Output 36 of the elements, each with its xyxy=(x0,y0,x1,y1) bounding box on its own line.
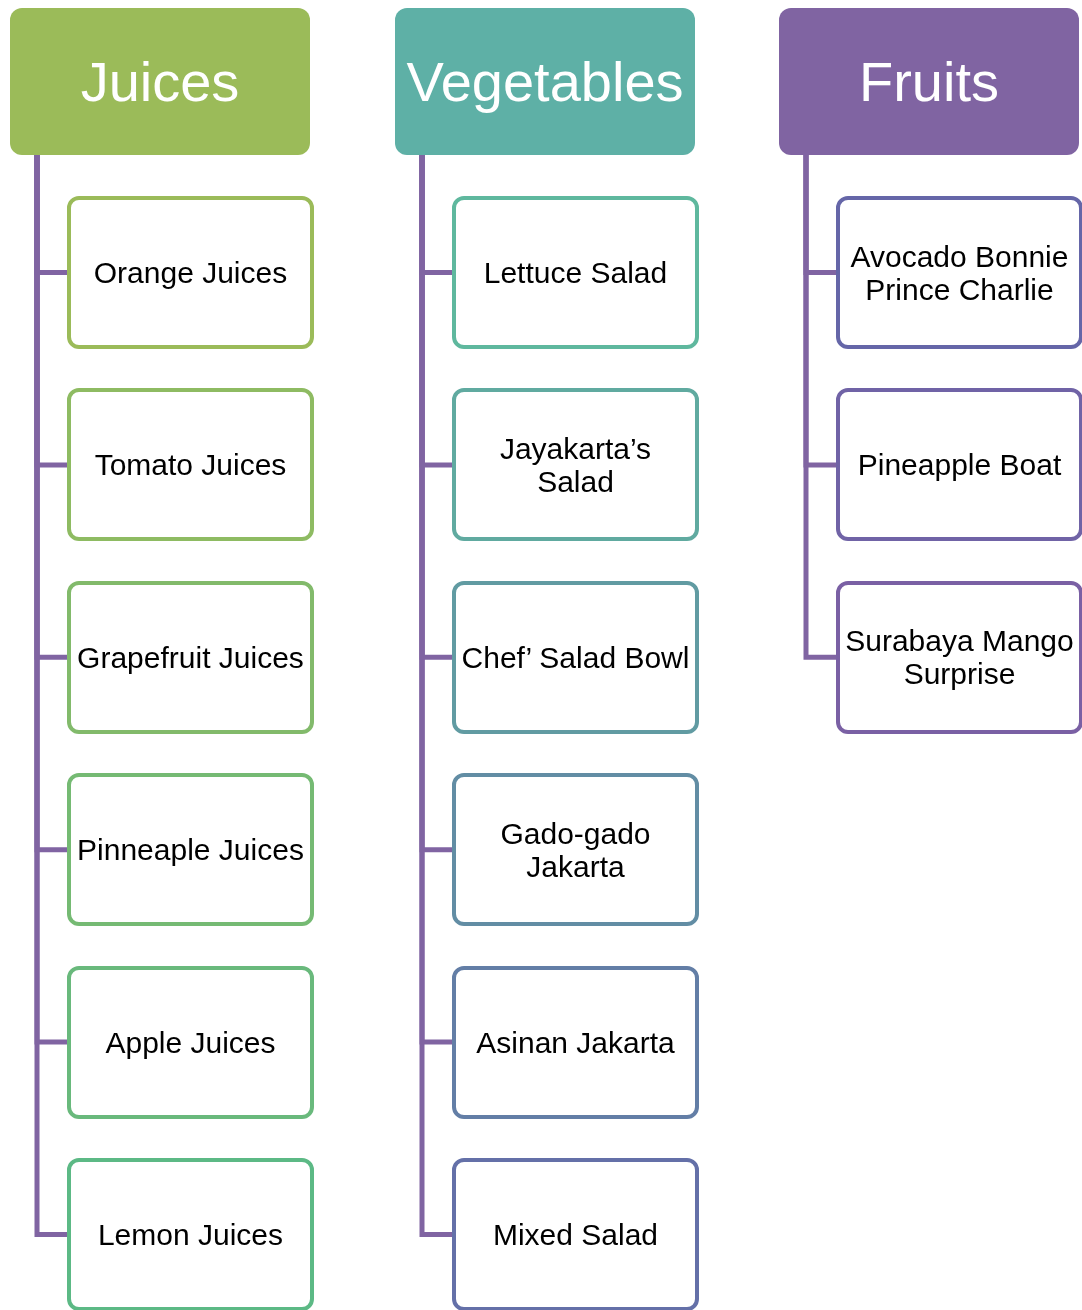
category-header xyxy=(779,8,1079,155)
item-box xyxy=(67,773,314,927)
item-box xyxy=(452,965,699,1119)
item-box xyxy=(67,388,314,542)
item-box xyxy=(452,1158,699,1310)
item-label: Pinneaple Juices xyxy=(77,833,304,867)
item-box xyxy=(67,580,314,734)
item-label: Jayakarta’s Salad xyxy=(498,431,653,498)
item-box xyxy=(67,1158,314,1310)
item-label: Tomato Juices xyxy=(94,448,287,482)
header-text: Juices xyxy=(80,53,240,110)
item-box xyxy=(67,965,314,1119)
item-label: Orange Juices xyxy=(93,256,288,289)
item-box xyxy=(836,580,1082,734)
item-label: Chef’ Salad Bowl xyxy=(461,640,690,674)
connector-line xyxy=(803,155,836,660)
item-label: Lettuce Salad xyxy=(483,256,668,289)
item-box xyxy=(836,196,1082,349)
item-box xyxy=(452,773,699,927)
item-label: Pineapple Boat xyxy=(857,448,1062,482)
item-label: Asinan Jakarta xyxy=(476,1025,675,1059)
item-label: Gado-gado Jakarta xyxy=(499,816,652,883)
item-label: Grapefruit Juices xyxy=(77,640,304,674)
category-header xyxy=(10,8,310,155)
item-box xyxy=(836,388,1082,542)
item-label: Avocado Bonnie Prince Charlie xyxy=(849,239,1070,306)
item-box xyxy=(452,388,699,542)
item-label: Mixed Salad xyxy=(492,1218,659,1251)
item-label: Lemon Juices xyxy=(97,1218,284,1251)
category-header xyxy=(395,8,695,155)
item-label: Apple Juices xyxy=(105,1025,276,1059)
item-label: Surabaya Mango Surprise xyxy=(844,624,1075,691)
item-box xyxy=(452,580,699,734)
item-box xyxy=(452,196,699,349)
item-box xyxy=(67,196,314,349)
header-text: Fruits xyxy=(859,53,999,110)
